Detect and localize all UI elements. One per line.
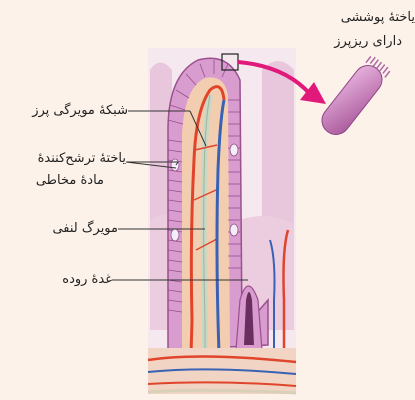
label-lacteal: مویرگ لنفی [4,219,118,238]
label-goblet-line2: مادهٔ مخاطی [4,171,104,190]
enlarged-epithelial-cell [316,54,392,141]
label-epithelial-line1: یاختهٔ پوششی [322,8,415,27]
label-epithelial-line2: دارای ریزپرز [322,32,402,51]
label-capillary-network: شبکهٔ مویرگی پرز [4,101,128,120]
label-intestinal-gland: غدهٔ روده [4,270,112,289]
submucosa [148,348,296,394]
label-goblet-line1: یاختهٔ ترشح‌کنندهٔ [4,149,126,168]
